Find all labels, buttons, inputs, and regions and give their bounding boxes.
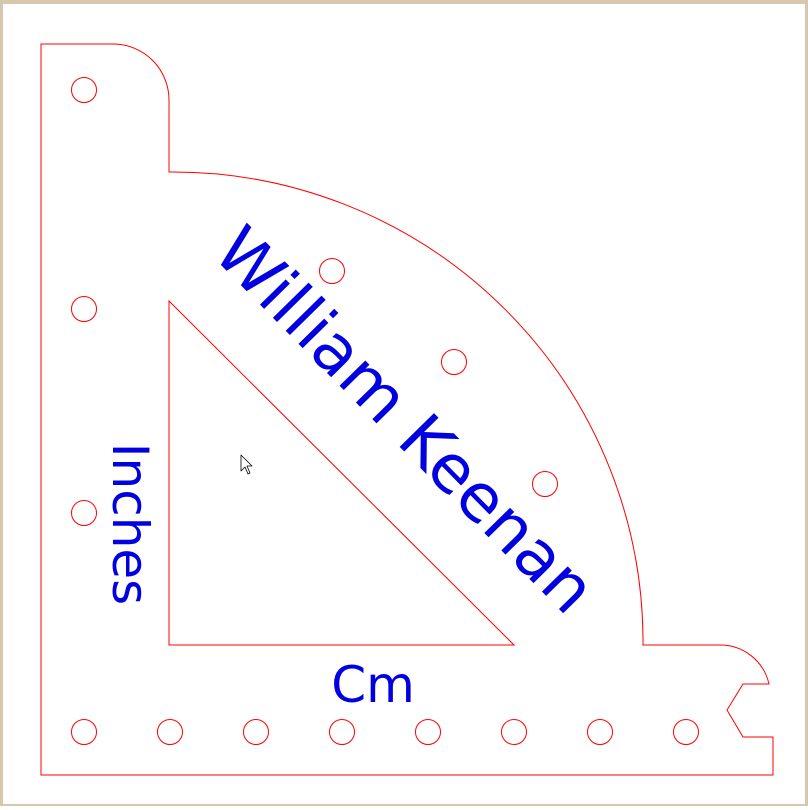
hole-bottom-4 bbox=[329, 719, 355, 745]
hole-left-2 bbox=[71, 296, 97, 322]
cad-drawing[interactable]: William Keenan Inches Cm bbox=[3, 4, 808, 810]
hole-bottom-3 bbox=[243, 719, 269, 745]
arrow-cursor-icon bbox=[240, 454, 253, 475]
hole-bottom-1 bbox=[71, 719, 97, 745]
hole-bottom-5 bbox=[415, 719, 441, 745]
hole-left-3 bbox=[71, 500, 97, 526]
hole-diagonal-2 bbox=[441, 349, 467, 375]
hole-diagonal-3 bbox=[532, 471, 558, 497]
hole-bottom-6 bbox=[501, 719, 527, 745]
hole-left-1 bbox=[71, 77, 97, 103]
hole-diagonal-1 bbox=[319, 258, 345, 284]
cm-label: Cm bbox=[331, 656, 415, 714]
hole-bottom-2 bbox=[157, 719, 183, 745]
square-outline bbox=[40, 43, 774, 776]
inches-label: Inches bbox=[101, 443, 159, 605]
hole-bottom-8 bbox=[673, 719, 699, 745]
name-label: William Keenan bbox=[199, 212, 610, 628]
hole-bottom-7 bbox=[587, 719, 613, 745]
triangle-cutout bbox=[168, 299, 516, 646]
